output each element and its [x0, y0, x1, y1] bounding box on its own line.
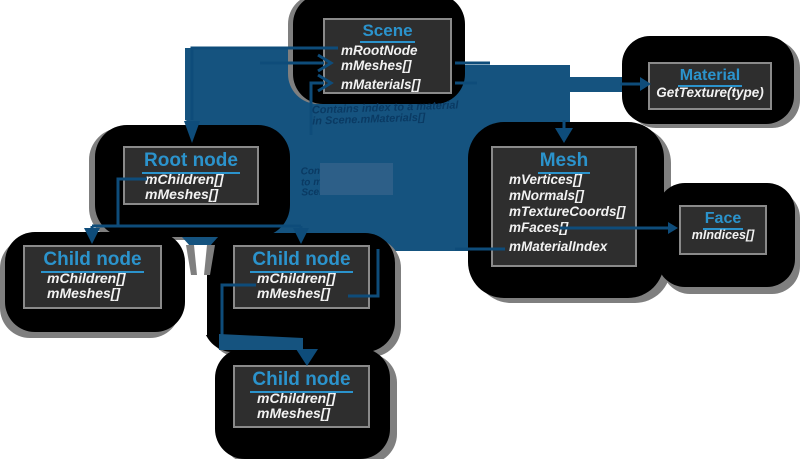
child1-field-mmeshes: mMeshes[] — [47, 285, 121, 301]
material-field-gettexture: GetTexture(type) — [656, 85, 764, 100]
face-box-title: Face — [681, 209, 765, 230]
child3-field-mmeshes: mMeshes[] — [257, 405, 331, 421]
material-box-title: Material — [650, 66, 770, 87]
mesh-field-mmaterialindex: mMaterialIndex — [509, 239, 608, 254]
root-node-box: Root node mChildren[] mMeshes[] — [123, 146, 259, 205]
mesh-box: Mesh mVertices[] mNormals[] mTextureCoor… — [491, 146, 637, 267]
scene-field-mmeshes: mMeshes[] — [341, 58, 412, 73]
arrowhead-child2-icon — [293, 228, 309, 244]
child-node-3-title: Child node — [235, 369, 368, 393]
annotation-cover-rect — [320, 163, 393, 195]
arrowhead-material-icon — [640, 77, 651, 91]
arrowhead-mesh-icon — [555, 128, 573, 143]
arrowhead-rootnode-icon — [184, 121, 200, 143]
child-node-2-box: Child node mChildren[] mMeshes[] — [233, 245, 370, 309]
connector-child2-to-child3 — [220, 283, 256, 340]
material-box: Material GetTexture(type) — [648, 62, 772, 110]
connector-child2-mmeshes-up — [348, 249, 380, 298]
child2-field-mchildren: mChildren[] — [257, 270, 336, 286]
flow-main-shape — [185, 48, 623, 251]
arrowhead-child1-icon — [84, 228, 100, 244]
wedge-shape — [219, 334, 303, 350]
face-field-mindices: mIndices[] — [691, 228, 755, 242]
scene-field-mmaterials: mMaterials[] — [341, 77, 421, 92]
child3-field-mchildren: mChildren[] — [257, 390, 336, 406]
mesh-field-mvertices: mVertices[] — [509, 172, 583, 187]
mesh-box-title: Mesh — [493, 150, 635, 174]
chevron-mmeshes-icon — [317, 53, 334, 73]
child1-field-mchildren: mChildren[] — [47, 270, 126, 286]
mesh-field-mnormals: mNormals[] — [509, 188, 585, 203]
arrowhead-child3-icon — [296, 349, 318, 366]
scene-box-title: Scene — [325, 21, 450, 43]
child2-field-mmeshes: mMeshes[] — [257, 285, 331, 301]
root-node-box-title: Root node — [125, 150, 257, 174]
child-node-1-title: Child node — [25, 249, 160, 273]
child-node-2-title: Child node — [235, 249, 368, 273]
mesh-field-mfaces: mFaces[] — [509, 220, 569, 235]
scene-box: Scene mRootNode mMeshes[] mMaterials[] — [323, 18, 452, 94]
child-node-3-box: Child node mChildren[] mMeshes[] — [233, 365, 370, 428]
root-field-mmeshes: mMeshes[] — [145, 186, 219, 202]
connector-root-tree — [90, 177, 303, 230]
face-box: Face mIndices[] — [679, 205, 767, 255]
root-field-mchildren: mChildren[] — [145, 171, 224, 187]
connector-mrootnode-to-rootnode — [190, 46, 338, 120]
connector-into-mmaterials — [309, 81, 324, 135]
child-node-1-box: Child node mChildren[] mMeshes[] — [23, 245, 162, 309]
funnel-shape — [182, 237, 218, 335]
arrowhead-face-icon — [668, 222, 678, 234]
mesh-field-mtexturecoords: mTextureCoords[] — [509, 204, 626, 219]
scene-field-mrootnode: mRootNode — [341, 43, 418, 58]
chevron-mmaterials-icon — [317, 73, 334, 93]
